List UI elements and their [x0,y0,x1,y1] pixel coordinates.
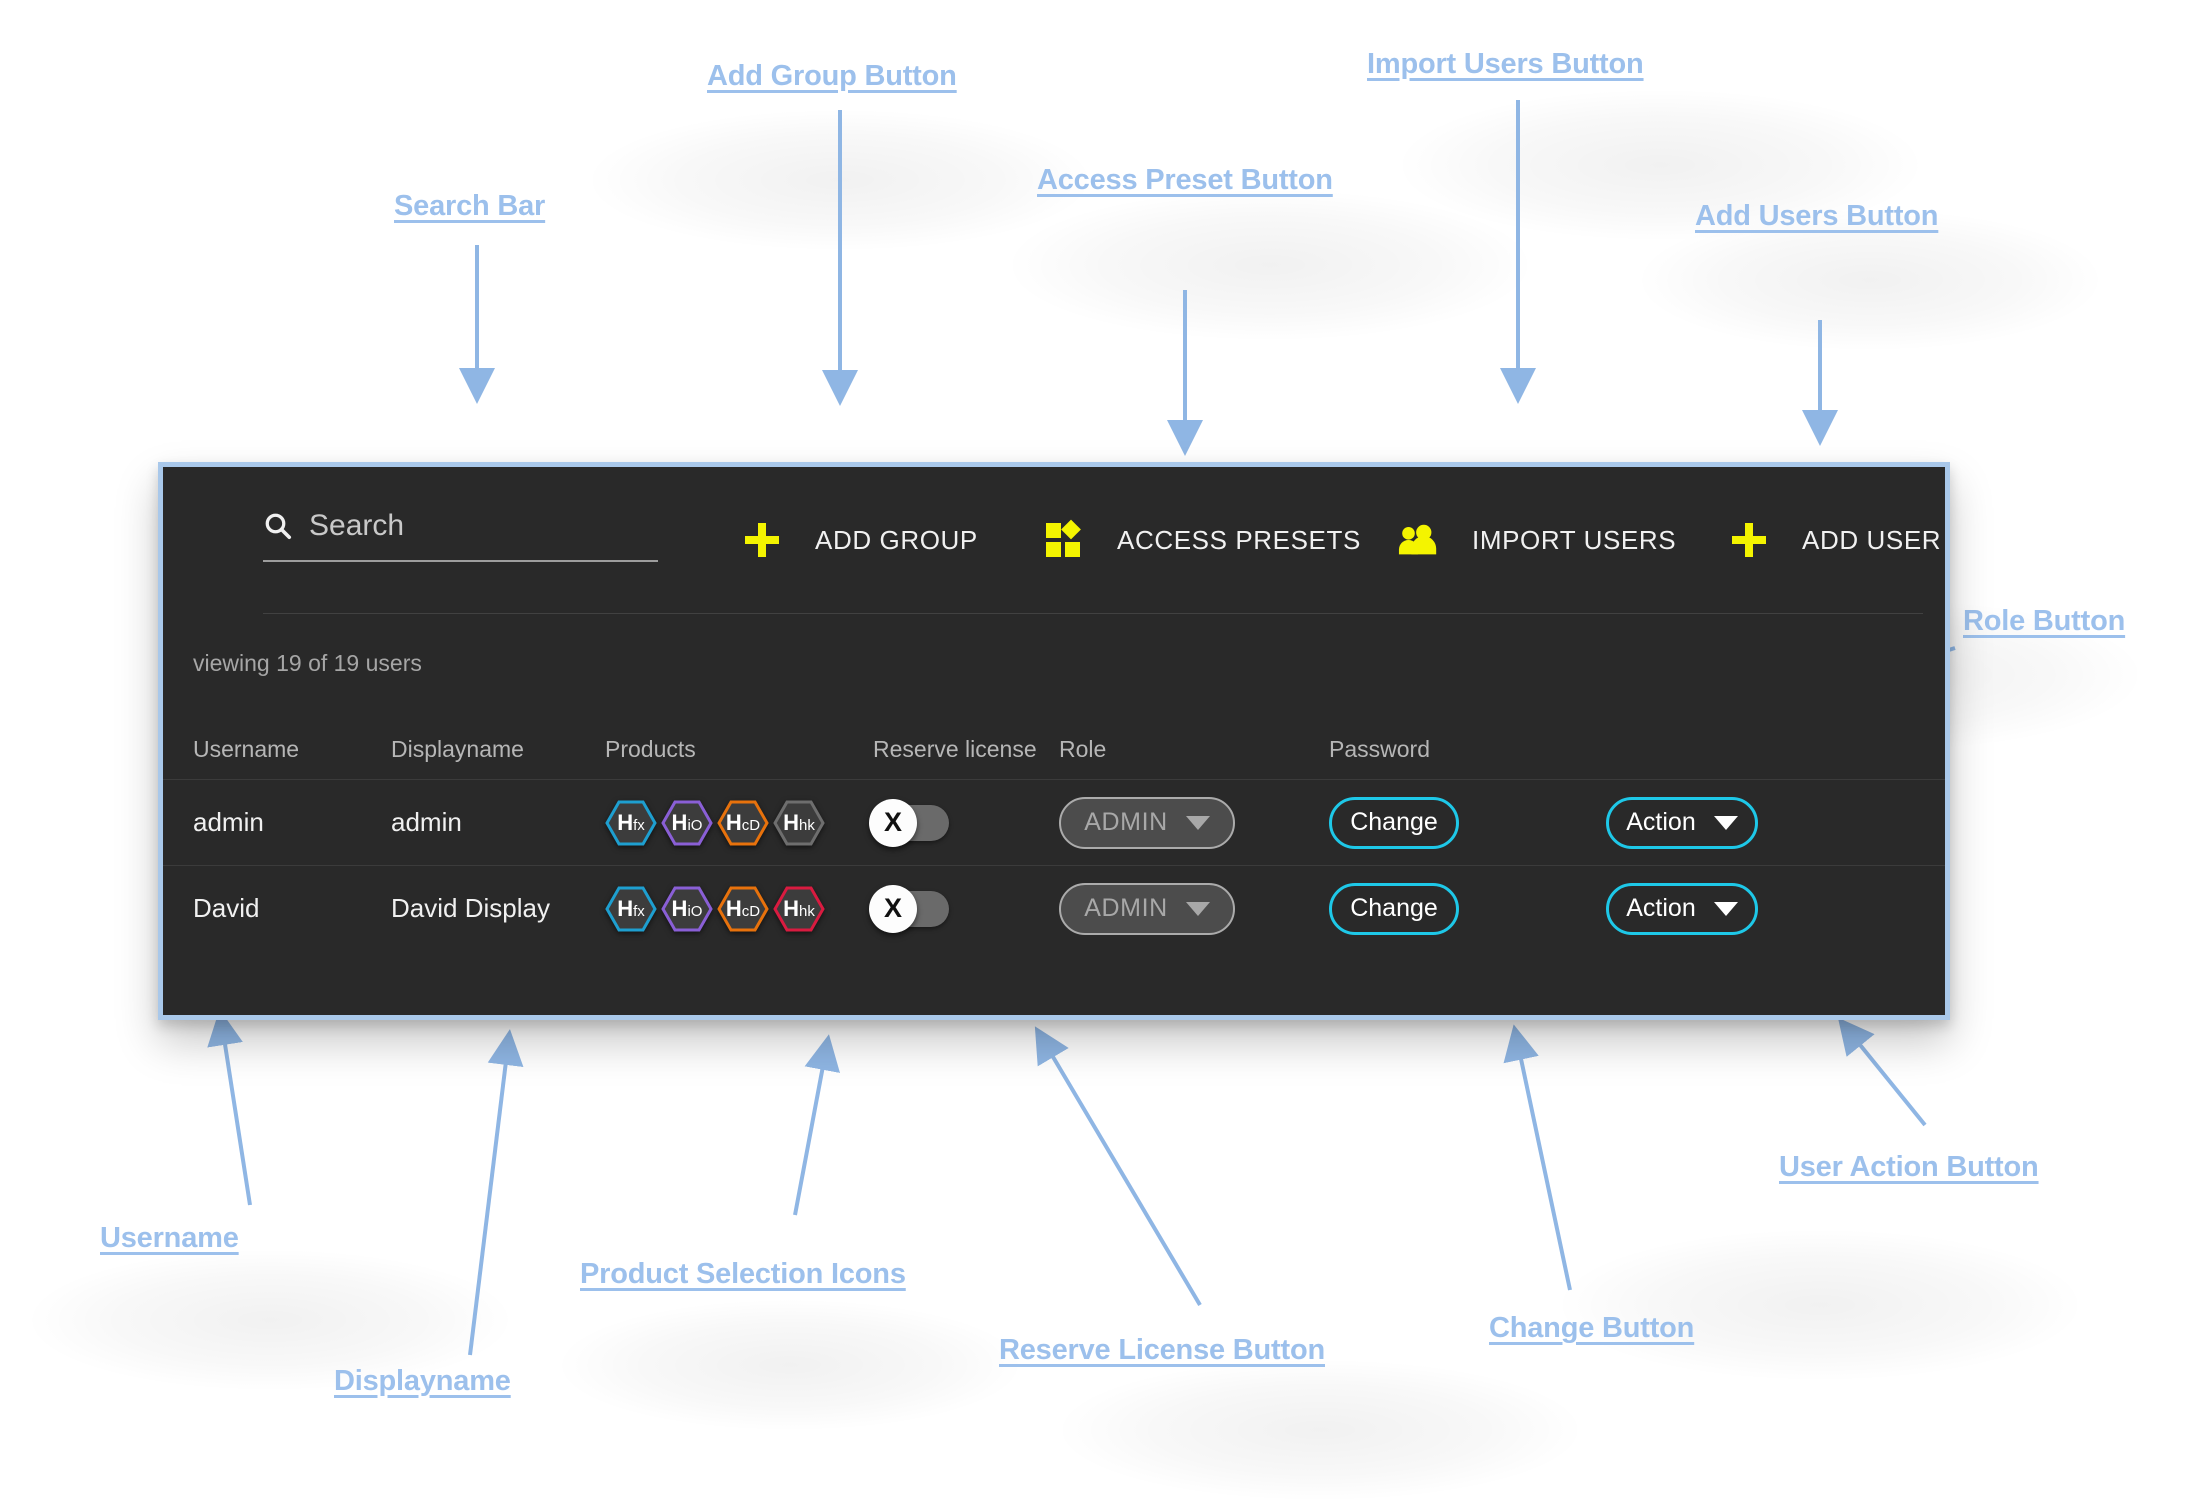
dashboard-presets-icon [1043,519,1085,561]
plus-icon [741,519,783,561]
role-label: ADMIN [1084,808,1168,836]
column-header-reserve-license: Reserve license [873,735,1037,762]
toggle-knob: X [869,798,917,847]
table-header-row: Username Displayname Products Reserve li… [163,719,1945,779]
search-input[interactable] [309,509,658,543]
search-icon [265,513,292,540]
decorative-blob [1060,1360,1580,1500]
add-user-button[interactable]: ADD USER [1728,519,1941,561]
cell-role: ADMIN [1059,796,1329,849]
reserve-license-toggle[interactable]: X [869,798,949,847]
annotation-access-preset-button: Access Preset Button [1037,164,1333,196]
access-presets-label: ACCESS PRESETS [1117,524,1361,555]
annotation-displayname: Displayname [334,1365,511,1397]
cell-action: Action [1606,882,1856,935]
cell-role: ADMIN [1059,882,1329,935]
decorative-blob [1010,190,1530,340]
annotation-change-button: Change Button [1489,1312,1695,1344]
action-label: Action [1626,808,1696,836]
user-action-button[interactable]: Action [1606,796,1758,849]
role-label: ADMIN [1084,894,1168,922]
chevron-down-icon [1713,901,1738,916]
import-users-button[interactable]: IMPORT USERS [1398,519,1676,561]
search-bar[interactable] [263,509,658,562]
import-users-label: IMPORT USERS [1472,524,1677,555]
annotation-user-action-button: User Action Button [1779,1151,2039,1183]
user-management-panel: ADD GROUP ACCESS PRESETS [158,462,1950,1020]
annotation-import-users-button: Import Users Button [1367,48,1644,80]
role-button[interactable]: ADMIN [1059,882,1235,935]
people-icon [1398,519,1440,561]
user-action-button[interactable]: Action [1606,882,1758,935]
cell-reserve-license: X [869,798,1059,847]
column-header-role: Role [1059,735,1107,762]
add-user-label: ADD USER [1802,524,1942,555]
decorative-blob [560,1300,1020,1430]
viewing-count-text: viewing 19 of 19 users [193,650,422,676]
cell-username: David [193,893,260,923]
action-label: Action [1626,894,1696,922]
decorative-blob [1560,1230,2080,1380]
column-header-password: Password [1329,735,1430,762]
users-table: Username Displayname Products Reserve li… [163,719,1945,951]
add-group-button[interactable]: ADD GROUP [741,519,978,561]
annotation-add-users-button: Add Users Button [1695,200,1939,232]
column-header-username: Username [193,735,300,762]
chevron-down-icon [1713,815,1738,830]
cell-password: Change [1329,882,1606,935]
column-header-displayname: Displayname [391,735,524,762]
change-label: Change [1350,894,1438,922]
toggle-knob: X [869,884,917,933]
annotation-search-bar: Search Bar [394,190,546,222]
column-header-products: Products [605,735,696,762]
decorative-blob [590,110,1090,250]
toolbar: ADD GROUP ACCESS PRESETS [163,467,1945,615]
plus-icon [1728,519,1770,561]
chevron-down-icon [1185,901,1210,916]
annotation-add-group-button: Add Group Button [707,60,957,92]
annotation-role-button: Role Button [1963,605,2126,637]
cell-action: Action [1606,796,1856,849]
change-label: Change [1350,808,1438,836]
cell-displayname: David Display [391,893,550,923]
change-password-button[interactable]: Change [1329,796,1459,849]
annotation-reserve-license-button: Reserve License Button [999,1334,1325,1366]
cell-username: admin [193,807,264,837]
cell-reserve-license: X [869,884,1059,933]
annotation-username: Username [100,1222,239,1254]
role-button[interactable]: ADMIN [1059,796,1235,849]
annotation-product-selection-icons: Product Selection Icons [580,1258,906,1290]
chevron-down-icon [1185,815,1210,830]
cell-displayname: admin [391,807,462,837]
add-group-label: ADD GROUP [815,524,978,555]
reserve-license-toggle[interactable]: X [869,884,949,933]
cell-password: Change [1329,796,1606,849]
change-password-button[interactable]: Change [1329,882,1459,935]
access-presets-button[interactable]: ACCESS PRESETS [1043,519,1361,561]
toolbar-divider [263,613,1923,614]
